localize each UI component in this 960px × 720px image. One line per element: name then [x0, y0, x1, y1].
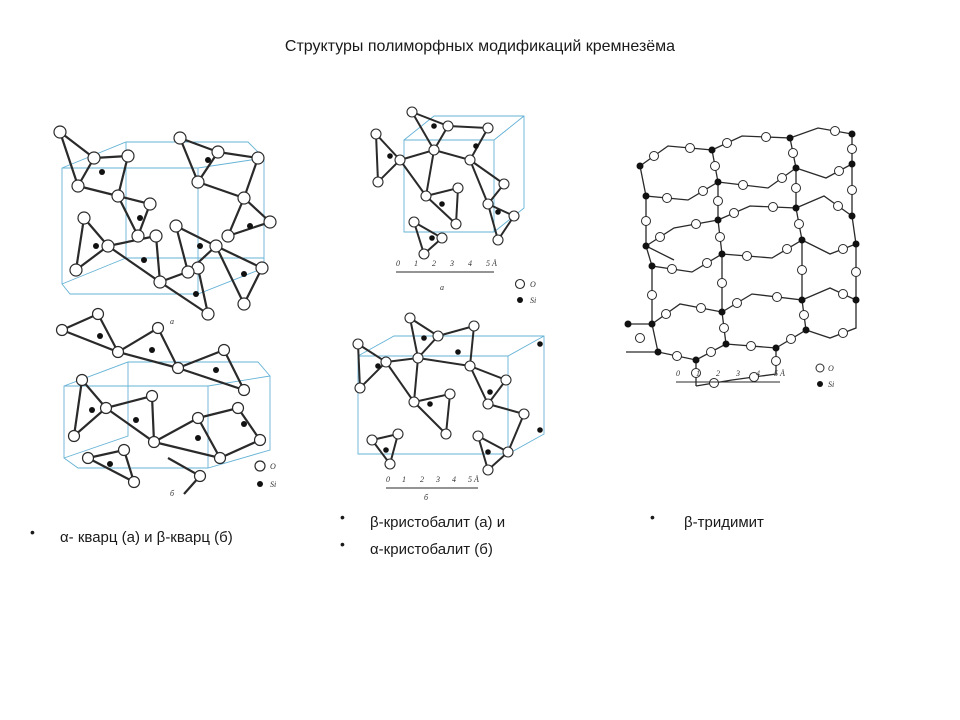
legend-si: Si	[530, 296, 536, 305]
si-o-bonds	[626, 127, 857, 387]
tridymite-scale-legend: 0 1 2 3 4 5 Å O Si	[676, 363, 834, 389]
quartz-legend: O Si	[254, 460, 276, 489]
si-o-bonds	[357, 111, 526, 472]
silicon-legend-icon	[517, 297, 523, 303]
silicon-legend-icon	[257, 481, 263, 487]
caption-quartz: α- кварц (а) и β-кварц (б)	[60, 529, 233, 546]
oxygen-legend-icon	[815, 363, 825, 373]
oxygen-atoms	[635, 126, 861, 388]
scale-tick-5: 5 Å	[486, 259, 497, 268]
scale-tick-4: 4	[452, 475, 456, 484]
scale-tick-5: 5 Å	[774, 369, 785, 378]
scale-tick-4: 4	[756, 369, 760, 378]
legend-si: Si	[270, 480, 276, 489]
label-a: а	[440, 283, 444, 292]
label-b: б	[170, 489, 175, 498]
oxygen-legend-icon	[514, 278, 526, 290]
scale-tick-2: 2	[432, 259, 436, 268]
scale-bar-top: 0 1 2 3 4 5 Å	[396, 259, 497, 273]
scale-tick-2: 2	[420, 475, 424, 484]
si-o-bonds	[58, 131, 273, 495]
tridymite-structure-diagram	[624, 126, 861, 388]
caption-cristobalite-1: β-кристобалит (а) и	[370, 514, 506, 531]
oxygen-legend-icon	[254, 460, 266, 472]
quartz-structure-diagram: а б O Si	[53, 125, 277, 498]
legend-o: O	[270, 462, 276, 471]
scale-tick-1: 1	[402, 475, 406, 484]
silicon-legend-icon	[817, 381, 823, 387]
silicon-atoms	[624, 130, 860, 364]
tridymite-structure-panel	[612, 124, 864, 402]
cristobalite-legend: O Si	[514, 278, 536, 305]
scale-tick-0: 0	[676, 369, 680, 378]
silicon-atoms	[375, 123, 543, 455]
legend-o: O	[530, 280, 536, 289]
legend-o: O	[828, 364, 834, 373]
caption-tridymite: β-тридимит	[684, 514, 764, 531]
bullet-dot-tridymite: •	[650, 509, 655, 525]
bullet-dot-cristobalite-1: •	[340, 509, 345, 525]
scale-tick-1: 1	[696, 369, 700, 378]
scale-tick-3: 3	[735, 369, 740, 378]
scale-tick-1: 1	[414, 259, 418, 268]
unit-cell-frame	[357, 115, 545, 455]
scale-tick-5: 5 Å	[468, 475, 479, 484]
label-a: а	[170, 317, 174, 326]
scale-tick-2: 2	[716, 369, 720, 378]
cristobalite-structure-diagram: 0 1 2 3 4 5 Å а O Si 0 1 2 3 4 5 Å б	[352, 106, 545, 502]
scale-bar-bottom: 0 1 2 3 4 5 Å	[386, 475, 479, 489]
scale-tick-3: 3	[449, 259, 454, 268]
legend-si: Si	[828, 380, 834, 389]
oxygen-atoms	[352, 106, 530, 476]
label-b: б	[424, 493, 429, 502]
bullet-dot-quartz: •	[30, 524, 35, 540]
oxygen-atoms	[53, 125, 277, 489]
cristobalite-structure-panel: 0 1 2 3 4 5 Å а O Si 0 1 2 3 4 5 Å б	[338, 104, 548, 502]
scale-tick-0: 0	[386, 475, 390, 484]
slide-title: Структуры полиморфных модификаций кремне…	[284, 38, 676, 55]
bullet-dot-cristobalite-2: •	[340, 536, 345, 552]
caption-cristobalite-2: α-кристобалит (б)	[370, 541, 493, 558]
quartz-structure-panel: а б O Si	[48, 118, 294, 504]
scale-tick-0: 0	[396, 259, 400, 268]
silicon-atoms	[89, 157, 253, 467]
scale-tick-4: 4	[468, 259, 472, 268]
scale-tick-3: 3	[435, 475, 440, 484]
